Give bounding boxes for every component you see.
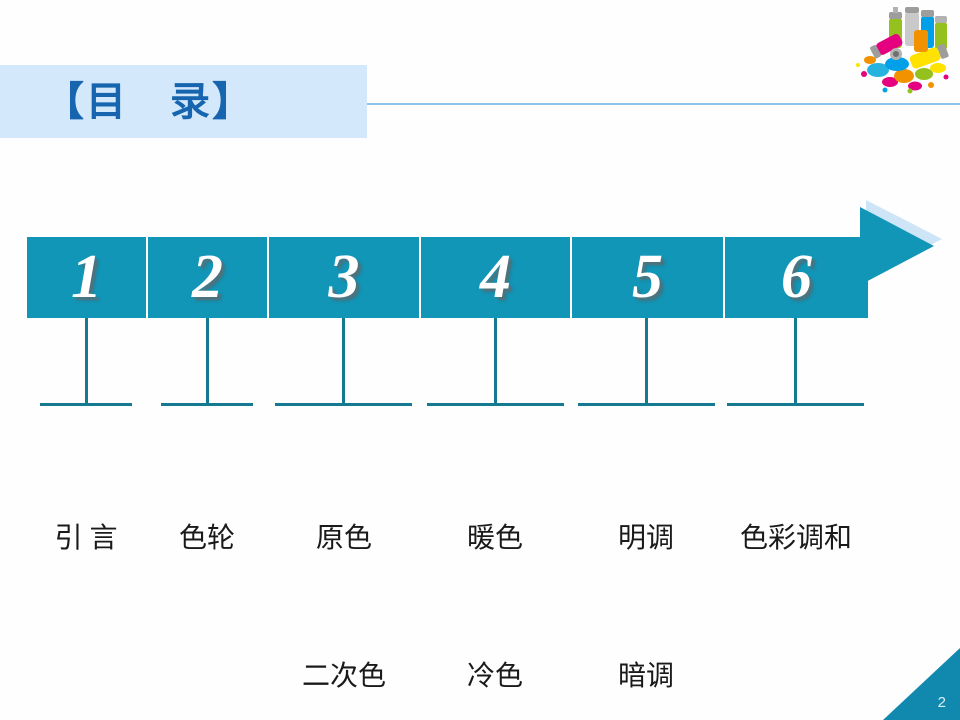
footer-corner-decoration — [883, 648, 960, 720]
agenda-label-5-line-2: 暗调 — [617, 661, 674, 692]
agenda-label-3-line-1: 原色 — [315, 523, 372, 554]
agenda-number-2-text: 2 — [192, 243, 223, 311]
agenda-number-3-text: 3 — [328, 243, 360, 311]
connector-vertical-5 — [645, 318, 648, 406]
connector-base-6 — [727, 403, 864, 406]
spray-paint-cans-icon — [852, 2, 958, 94]
agenda-label-1[interactable]: 引 言 — [26, 424, 146, 654]
agenda-label-4-line-1: 暖色 — [466, 523, 523, 554]
agenda-label-6[interactable]: 色彩调和 — [714, 424, 878, 654]
arrow-head-icon — [860, 207, 934, 285]
connector-base-5 — [578, 403, 715, 406]
agenda-label-6-line-1: 色彩调和 — [739, 523, 852, 554]
agenda-label-3-line-2: 二次色 — [301, 661, 386, 692]
agenda-number-band: 1 2 3 4 5 6 — [27, 237, 868, 318]
agenda-label-4[interactable]: 暖色 冷色 中性色 — [420, 424, 570, 720]
agenda-number-5-text: 5 — [632, 243, 663, 311]
header-divider — [367, 103, 960, 105]
agenda-number-3[interactable]: 3 — [267, 237, 419, 318]
agenda-number-6-text: 6 — [781, 243, 812, 311]
agenda-number-4[interactable]: 4 — [419, 237, 570, 318]
connector-vertical-3 — [342, 318, 345, 406]
connector-base-2 — [161, 403, 253, 406]
agenda-label-5[interactable]: 明调 暗调 灰调 — [571, 424, 721, 720]
connector-base-1 — [40, 403, 132, 406]
agenda-label-1-line-1: 引 言 — [54, 523, 118, 554]
page-title: 【目 录】 — [44, 79, 254, 124]
connector-vertical-4 — [494, 318, 497, 406]
connector-base-4 — [427, 403, 564, 406]
agenda-number-6[interactable]: 6 — [723, 237, 868, 318]
agenda-label-3[interactable]: 原色 二次色 三次色 — [268, 424, 420, 720]
agenda-number-5[interactable]: 5 — [570, 237, 723, 318]
agenda-number-4-text: 4 — [480, 243, 511, 311]
connector-base-3 — [275, 403, 412, 406]
agenda-label-2-line-1: 色轮 — [178, 523, 235, 554]
agenda-number-1[interactable]: 1 — [27, 237, 146, 318]
connector-vertical-1 — [85, 318, 88, 406]
page-number: 2 — [937, 694, 946, 711]
agenda-number-2[interactable]: 2 — [146, 237, 267, 318]
agenda-label-4-line-2: 冷色 — [466, 661, 523, 692]
connector-vertical-2 — [206, 318, 209, 406]
agenda-label-2[interactable]: 色轮 — [147, 424, 267, 654]
connector-vertical-6 — [794, 318, 797, 406]
agenda-label-5-line-1: 明调 — [617, 523, 674, 554]
agenda-number-1-text: 1 — [71, 243, 102, 311]
title-banner — [0, 65, 367, 138]
